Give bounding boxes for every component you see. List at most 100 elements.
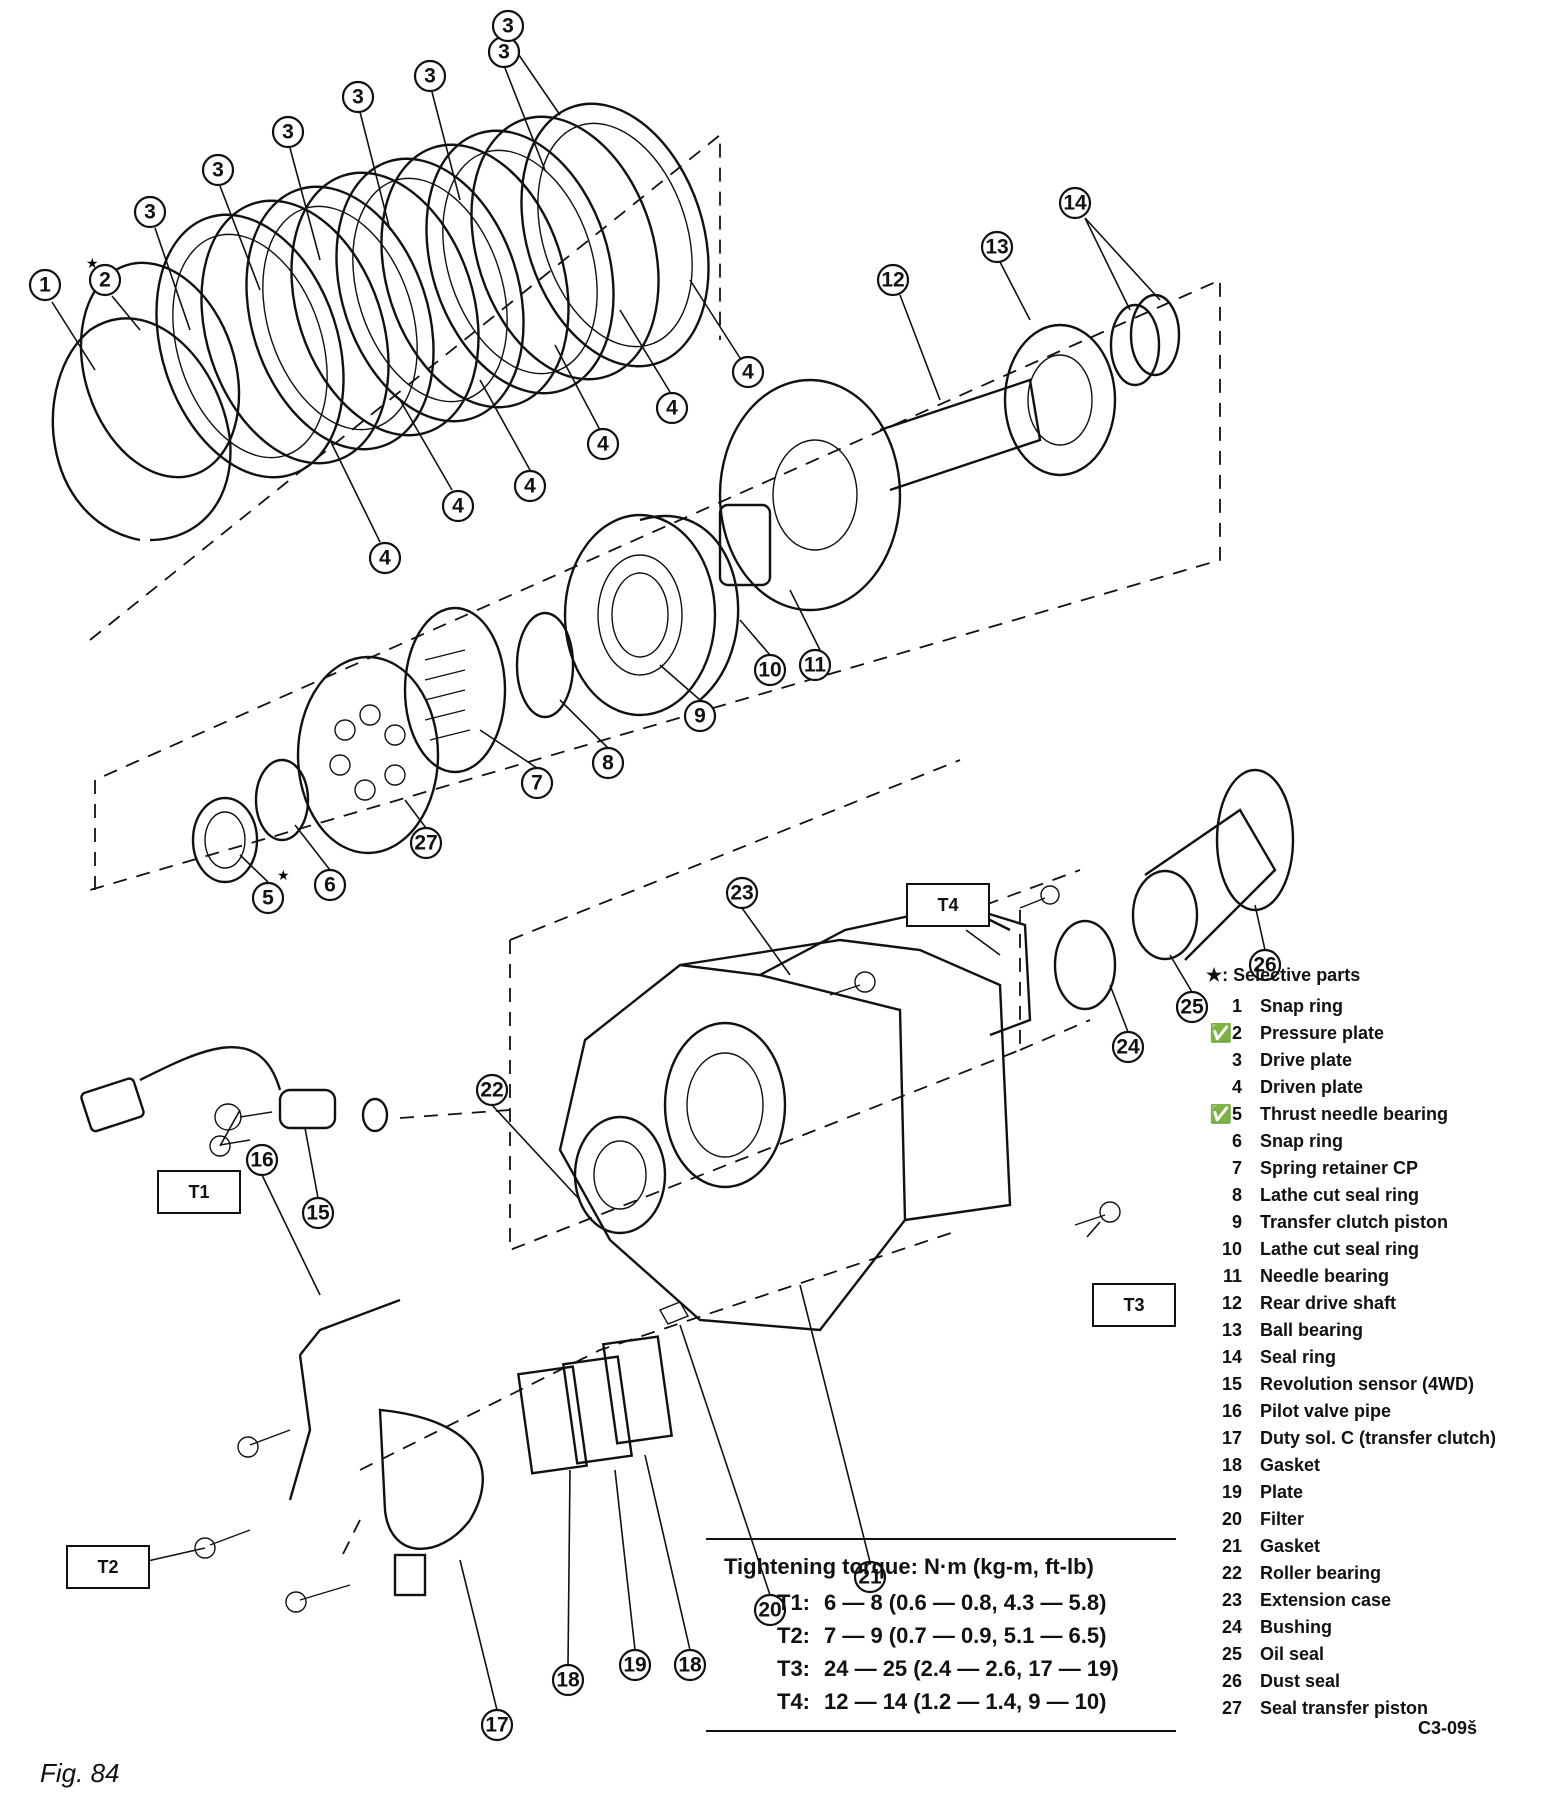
legend-item: 15 Revolution sensor (4WD) (1188, 1371, 1558, 1398)
legend-item-label: Gasket (1260, 1455, 1321, 1475)
svg-text:20: 20 (758, 1599, 781, 1622)
legend-item-number: 3 (1231, 1050, 1242, 1070)
figure-caption: Fig. 84 (40, 1758, 120, 1788)
svg-text:3: 3 (498, 41, 510, 64)
legend-item-label: Revolution sensor (4WD) (1260, 1374, 1475, 1394)
callout-3g: 3 (491, 9, 525, 43)
torque-key: T4: (777, 1689, 810, 1714)
torque-key: T2: (777, 1623, 810, 1648)
callout-3c: 3 (271, 115, 305, 149)
svg-text:7: 7 (531, 772, 543, 795)
callout-26: 26 (1248, 948, 1282, 982)
legend-item-number: 9 (1231, 1212, 1242, 1232)
callout-16: 16 (245, 1143, 279, 1177)
legend-item-label: Oil seal (1260, 1644, 1325, 1664)
valve-body-parts (288, 1229, 961, 1597)
svg-text:19: 19 (623, 1654, 646, 1677)
svg-text:25: 25 (1180, 996, 1204, 1019)
svg-text:10: 10 (758, 659, 781, 682)
callout-23: 23 (725, 876, 759, 910)
legend-item-label: Plate (1260, 1482, 1304, 1502)
callout-24: 24 (1111, 1030, 1145, 1064)
revolution-sensor (80, 1045, 389, 1133)
callout-11: 11 (798, 648, 832, 682)
callout-27: 27 (409, 826, 443, 860)
torque-value: 7 — 9 (0.7 — 0.9, 5.1 — 6.5) (824, 1623, 1107, 1648)
callout-10: 10 (753, 653, 787, 687)
callout-3d: 3 (341, 80, 375, 114)
legend-item-number: 14 (1221, 1347, 1242, 1367)
legend-item-label: Bushing (1260, 1617, 1332, 1637)
callout-4a: 4 (368, 541, 402, 575)
torque-key: T1: (777, 1590, 810, 1615)
legend-item-label: Driven plate (1260, 1077, 1364, 1097)
legend-item: 17 Duty sol. C (transfer clutch) (1188, 1425, 1558, 1452)
extension-case (399, 759, 1295, 1332)
svg-text:2: 2 (99, 269, 111, 292)
legend-item-number: 20 (1221, 1509, 1242, 1529)
svg-text:12: 12 (881, 269, 904, 292)
svg-text:18: 18 (678, 1654, 702, 1677)
callout-3e: 3 (413, 59, 447, 93)
torque-title: Tightening torque: N·m (kg-m, ft-lb) (724, 1554, 1094, 1579)
svg-text:3: 3 (282, 121, 294, 144)
leader-lines (51, 41, 1266, 1711)
svg-text:22: 22 (480, 1079, 503, 1102)
svg-text:16: 16 (250, 1149, 273, 1172)
callout-2: 2 (88, 263, 122, 297)
svg-text:3: 3 (352, 86, 364, 109)
callout-21: 21 (853, 1560, 887, 1594)
callout-3b: 3 (201, 153, 235, 187)
legend-item-label: Spring retainer CP (1260, 1158, 1419, 1178)
legend-item-number: 4 (1231, 1077, 1242, 1097)
legend-item-label: Needle bearing (1260, 1266, 1390, 1286)
legend-item-number: 10 (1221, 1239, 1242, 1259)
legend-item-label: Rear drive shaft (1260, 1293, 1397, 1313)
torque-value: 24 — 25 (2.4 — 2.6, 17 — 19) (824, 1656, 1119, 1681)
legend-item-number: 13 (1221, 1320, 1242, 1340)
legend-item-number: 15 (1221, 1374, 1242, 1394)
legend-item-label: Snap ring (1260, 996, 1344, 1016)
torque-value: 6 — 8 (0.6 — 0.8, 4.3 — 5.8) (824, 1590, 1107, 1615)
legend-item: 11 Needle bearing (1188, 1263, 1558, 1290)
svg-text:4: 4 (597, 433, 609, 456)
selective-mark-2: ★ (86, 256, 99, 272)
callout-4d: 4 (586, 427, 620, 461)
svg-text:18: 18 (556, 1669, 580, 1692)
callout-12: 12 (876, 263, 910, 297)
svg-text:1: 1 (39, 274, 51, 297)
selective-parts-note: ★: Selective parts (1206, 965, 1361, 985)
callout-15: 15 (301, 1196, 335, 1230)
legend-item-label: Pilot valve pipe (1260, 1401, 1392, 1421)
legend-item-number: 17 (1221, 1428, 1242, 1448)
legend-item-label: Extension case (1260, 1590, 1392, 1610)
svg-text:14: 14 (1063, 192, 1087, 215)
torque-rows: T1: 6 — 8 (0.6 — 0.8, 4.3 — 5.8) T2: 7 — 9 … (706, 1586, 1176, 1718)
legend-item-label: Duty sol. C (transfer clutch) (1260, 1428, 1497, 1448)
legend-item-label: Gasket (1260, 1536, 1321, 1556)
legend-item-number: 11 (1222, 1266, 1242, 1286)
legend-item-label: Lathe cut seal ring (1260, 1185, 1420, 1205)
legend-item-label: Seal ring (1260, 1347, 1337, 1367)
svg-text:8: 8 (602, 752, 614, 775)
legend-item-number: 25 (1221, 1644, 1242, 1664)
torque-row: T3:24 — 25 (2.4 — 2.6, 17 — 19) (706, 1652, 1176, 1685)
legend-item: 25 Oil seal (1188, 1641, 1558, 1668)
torque-row: T4:12 — 14 (1.2 — 1.4, 9 — 10) (706, 1685, 1176, 1718)
